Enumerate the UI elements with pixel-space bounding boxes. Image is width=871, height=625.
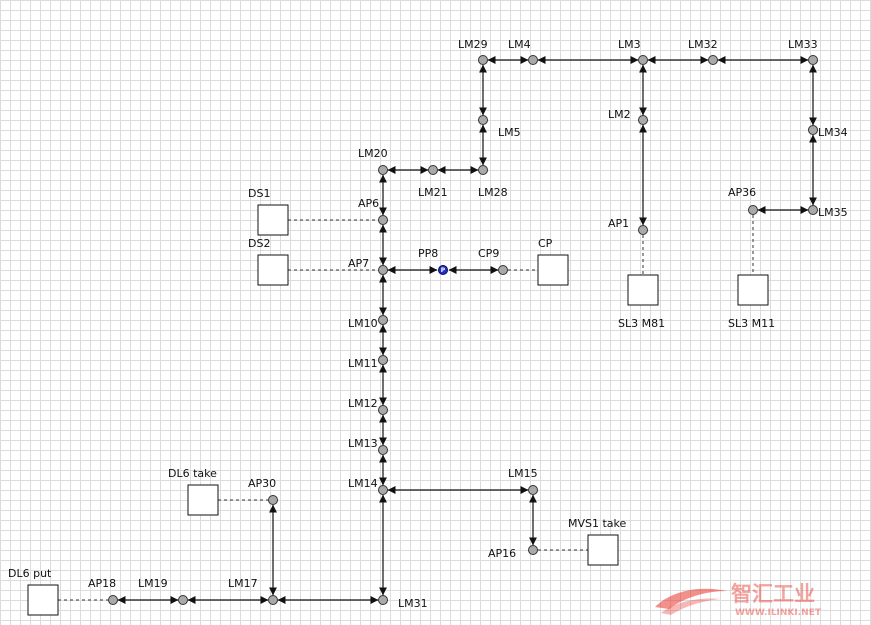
node-lm33[interactable] [808,55,818,65]
watermark-logo: 智汇工业 WWW.ILINKI.NET [655,582,822,618]
label-cp: CP [538,237,553,250]
label-lm28: LM28 [478,186,508,199]
label-lm5: LM5 [498,126,521,139]
node-lm17[interactable] [268,595,278,605]
pp8-marker: P [441,267,446,274]
label-ap6: AP6 [358,197,379,210]
node-lm3[interactable] [638,55,648,65]
node-lm15[interactable] [528,485,538,495]
station-links [58,215,754,601]
station-mvs1-take[interactable] [587,534,619,566]
label-lm19: LM19 [138,577,168,590]
node-lm10[interactable] [378,315,388,325]
node-lm11[interactable] [378,355,388,365]
node-ap30[interactable] [268,495,278,505]
station-dl6-take[interactable] [187,484,219,516]
station-cp[interactable] [537,254,569,286]
stations [27,204,769,616]
node-lm20[interactable] [378,165,388,175]
label-ds1: DS1 [248,187,270,200]
label-ap1: AP1 [608,217,629,230]
label-lm35: LM35 [818,206,848,219]
label-lm10: LM10 [348,317,378,330]
node-lm35[interactable] [808,205,818,215]
node-lm14[interactable] [378,485,388,495]
label-lm32: LM32 [688,38,718,51]
node-ap18[interactable] [108,595,118,605]
station-sl3-m81[interactable] [627,274,659,306]
station-ds2[interactable] [257,254,289,286]
node-ap7[interactable] [378,265,388,275]
node-lm12[interactable] [378,405,388,415]
label-ds2: DS2 [248,237,270,250]
label-lm2: LM2 [608,108,631,121]
label-lm34: LM34 [818,126,848,139]
label-lm11: LM11 [348,357,378,370]
label-lm29: LM29 [458,38,488,51]
nodes: P [108,55,818,605]
label-ap30: AP30 [248,477,276,490]
label-ap7: AP7 [348,257,369,270]
node-cp9[interactable] [498,265,508,275]
node-lm2[interactable] [638,115,648,125]
label-sl3-m81: SL3 M81 [618,317,665,330]
node-lm4[interactable] [528,55,538,65]
node-lm28[interactable] [478,165,488,175]
edges [117,56,817,604]
label-lm33: LM33 [788,38,818,51]
node-ap36[interactable] [748,205,758,215]
label-lm21: LM21 [418,186,448,199]
label-lm4: LM4 [508,38,531,51]
label-lm13: LM13 [348,437,378,450]
label-pp8: PP8 [418,247,438,260]
node-lm34[interactable] [808,125,818,135]
label-lm17: LM17 [228,577,258,590]
node-labels: LM29 LM4 LM3 LM32 LM33 LM2 LM5 LM34 LM20… [88,38,848,610]
swoosh-icon [655,588,727,609]
node-lm21[interactable] [428,165,438,175]
node-pp8[interactable] [438,265,448,275]
label-lm3: LM3 [618,38,641,51]
watermark-url: WWW.ILINKI.NET [735,608,822,618]
node-ap6[interactable] [378,215,388,225]
node-ap16[interactable] [528,545,538,555]
label-lm20: LM20 [358,147,388,160]
node-lm13[interactable] [378,445,388,455]
label-dl6-take: DL6 take [168,467,217,480]
node-lm5[interactable] [478,115,488,125]
station-dl6-put[interactable] [27,584,59,616]
station-ds1[interactable] [257,204,289,236]
watermark-brand: 智汇工业 [731,582,815,606]
station-sl3-m11[interactable] [737,274,769,306]
label-lm15: LM15 [508,467,538,480]
node-lm19[interactable] [178,595,188,605]
node-ap1[interactable] [638,225,648,235]
station-labels: DS1 DS2 CP SL3 M81 SL3 M11 DL6 take MVS1… [8,187,775,580]
node-lm32[interactable] [708,55,718,65]
watermark: 智汇工业 WWW.ILINKI.NET [651,577,861,619]
label-ap18: AP18 [88,577,116,590]
node-lm29[interactable] [478,55,488,65]
label-ap36: AP36 [728,186,756,199]
label-lm31: LM31 [398,597,428,610]
node-lm31[interactable] [378,595,388,605]
label-dl6-put: DL6 put [8,567,52,580]
label-sl3-m11: SL3 M11 [728,317,775,330]
label-lm12: LM12 [348,397,378,410]
label-mvs1-take: MVS1 take [568,517,627,530]
label-ap16: AP16 [488,547,516,560]
label-cp9: CP9 [478,247,499,260]
label-lm14: LM14 [348,477,378,490]
